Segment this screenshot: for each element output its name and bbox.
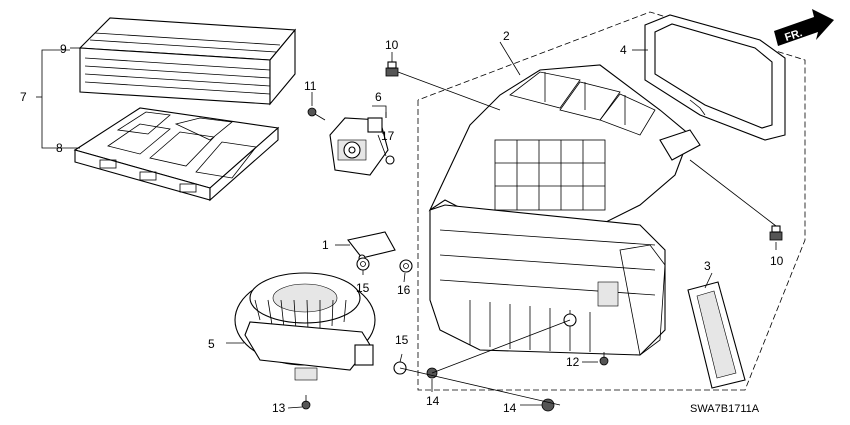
- bolt-10-right: [769, 225, 783, 241]
- seal-3: [687, 281, 746, 389]
- assembly-outline: [417, 11, 806, 391]
- nut-17: [385, 155, 395, 165]
- direction-arrow-label: FR.: [783, 27, 804, 44]
- callout-2: 2: [503, 29, 510, 43]
- bracket-6: [372, 105, 387, 118]
- callout-11: 11: [304, 79, 317, 93]
- diagram-code: SWA7B1711A: [690, 403, 760, 415]
- motor-actuator-6: [329, 117, 389, 176]
- callout-7: 7: [20, 90, 27, 104]
- callout-12: 12: [566, 355, 580, 369]
- callout-17: 17: [381, 129, 395, 143]
- callout-10-top: 10: [385, 38, 399, 52]
- callout-10-right: 10: [770, 254, 784, 268]
- callout-labels: 9 7 8 2 4 10 11 6 17 1 15 16 5 15 14 13 …: [20, 29, 784, 415]
- callout-3: 3: [704, 259, 711, 273]
- leader-lines: [70, 41, 777, 409]
- callout-4: 4: [620, 43, 627, 57]
- callout-15-upper: 15: [356, 281, 370, 295]
- screw-11: [307, 107, 326, 121]
- callout-13: 13: [272, 401, 286, 415]
- blower-motor-5: [234, 272, 376, 381]
- hvac-housing-2: [428, 64, 701, 356]
- nut-15-upper: [356, 257, 370, 271]
- callout-9: 9: [60, 42, 67, 56]
- callout-6: 6: [375, 90, 382, 104]
- callout-14-center: 14: [426, 394, 440, 408]
- front-direction-arrow-icon: FR.: [774, 9, 834, 46]
- nut-16: [399, 259, 413, 273]
- screw-13: [301, 395, 311, 410]
- screw-12: [599, 352, 609, 366]
- bracket-1: [347, 231, 396, 262]
- callout-14-bottom: 14: [503, 401, 517, 415]
- screw-14-bottom: [541, 398, 555, 412]
- seal-gasket-4: [644, 14, 786, 141]
- callout-1: 1: [322, 238, 329, 252]
- filter-frame-8: [73, 107, 280, 202]
- callout-5: 5: [208, 337, 215, 351]
- callout-8: 8: [56, 141, 63, 155]
- filter-element-9: [78, 17, 297, 106]
- callout-15-lower: 15: [395, 333, 409, 347]
- callout-16: 16: [397, 283, 411, 297]
- callout-bracket-7: [36, 49, 70, 149]
- bolt-10-top: [385, 61, 399, 77]
